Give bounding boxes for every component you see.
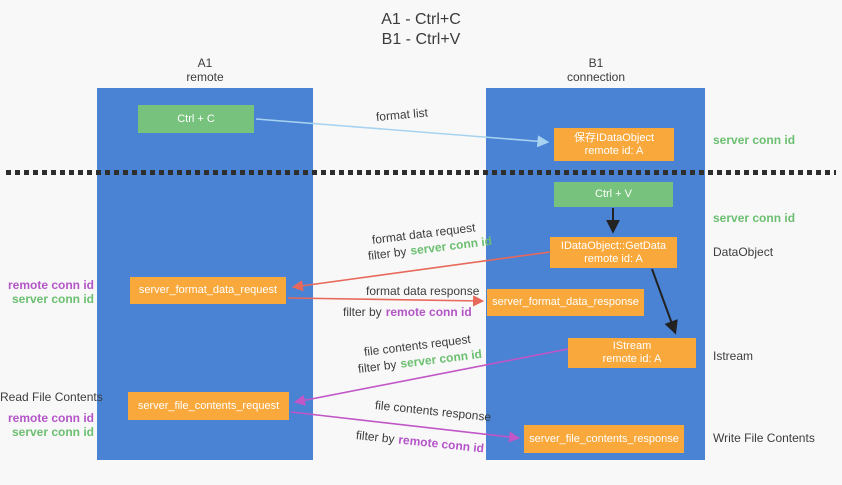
node-ctrl-c-label: Ctrl + C xyxy=(177,112,215,125)
node-istream-line2: remote id: A xyxy=(602,353,662,365)
node-save-dataobject-line1: 保存IDataObject xyxy=(573,131,655,144)
node-istream-line1: IStream xyxy=(612,340,652,352)
title-line-2: B1 - Ctrl+V xyxy=(381,31,461,48)
format-list-label: format list xyxy=(375,105,429,124)
node-ctrl-v: Ctrl + V xyxy=(554,182,673,207)
session-divider xyxy=(6,170,836,175)
left-remote-conn-id-label-2: remote conn id xyxy=(7,411,94,425)
column-b1-subtitle: connection xyxy=(566,70,626,84)
node-getdata-line2: remote id: A xyxy=(584,252,643,265)
right-server-conn-id-label: server conn id xyxy=(713,133,796,147)
filter-by-text: filter by xyxy=(357,357,398,376)
istream-label: Istream xyxy=(713,349,754,363)
node-ctrl-v-label: Ctrl + V xyxy=(595,188,632,200)
filter-by-text: filter by xyxy=(343,305,382,319)
diagram-title: A1 - Ctrl+C B1 - Ctrl+V xyxy=(0,10,842,50)
left-server-conn-id-label-2: server conn id xyxy=(11,425,94,439)
node-file-request-label: server_file_contents_request xyxy=(137,399,280,412)
node-file-response-label: server_file_contents_response xyxy=(529,432,679,445)
title-line-1: A1 - Ctrl+C xyxy=(381,11,461,28)
dataobject-label: DataObject xyxy=(713,245,774,259)
column-a1-subtitle: remote xyxy=(186,70,224,84)
column-header-a1: A1 remote xyxy=(145,56,265,84)
remote-conn-id-text: remote conn id xyxy=(385,305,472,319)
filter-by-text: filter by xyxy=(367,244,408,263)
node-format-request: server_format_data_request xyxy=(130,277,286,304)
file-contents-response-label: file contents response xyxy=(374,398,492,425)
right-server-conn-id-label-2: server conn id xyxy=(713,211,796,225)
column-b1-name: B1 xyxy=(588,56,604,70)
column-header-b1: B1 connection xyxy=(536,56,656,84)
node-format-request-label: server_format_data_request xyxy=(138,284,278,296)
format-data-response-label: format data response xyxy=(366,284,480,298)
node-format-response-label: server_format_data_response xyxy=(492,296,639,308)
column-a1-name: A1 xyxy=(197,56,213,70)
filter-by-text: filter by xyxy=(355,428,396,447)
node-file-response: server_file_contents_response xyxy=(524,425,684,453)
node-getdata: IDataObject::GetData remote id: A xyxy=(550,237,677,268)
left-server-conn-id-label: server conn id xyxy=(11,292,94,306)
node-ctrl-c: Ctrl + C xyxy=(138,105,254,133)
write-file-contents-label: Write File Contents xyxy=(713,431,815,445)
left-remote-conn-id-label: remote conn id xyxy=(7,278,94,292)
node-file-request: server_file_contents_request xyxy=(128,392,289,420)
node-format-response: server_format_data_response xyxy=(487,289,644,316)
node-istream: IStream remote id: A xyxy=(568,338,696,368)
read-file-contents-label: Read File Contents xyxy=(0,390,103,404)
node-save-dataobject-line2: remote id: A xyxy=(584,144,644,157)
remote-conn-id-text: remote conn id xyxy=(397,432,485,456)
format-data-response-arrow xyxy=(287,295,485,307)
node-save-dataobject: 保存IDataObject remote id: A xyxy=(554,128,674,161)
node-getdata-line1: IDataObject::GetData xyxy=(560,239,667,252)
